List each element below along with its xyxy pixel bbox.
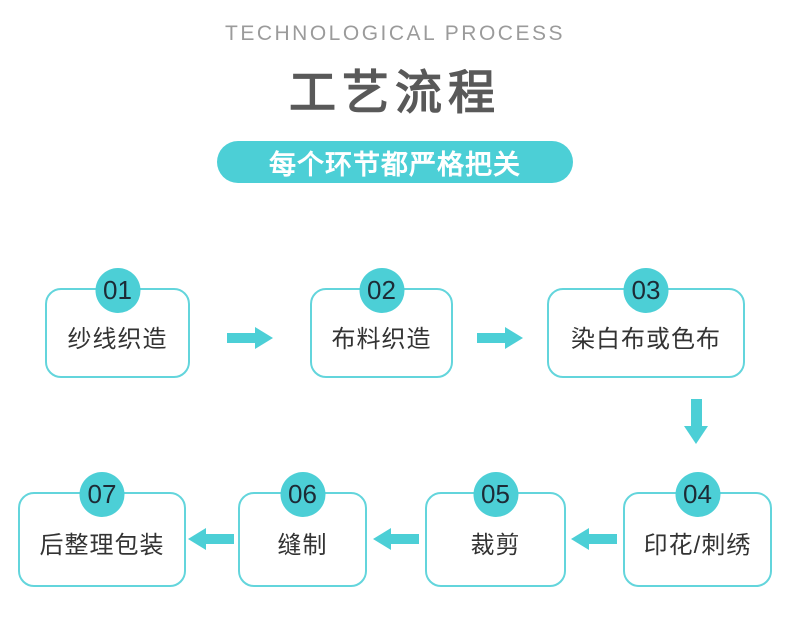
step-number: 04 [683, 479, 712, 509]
step-label: 缝制 [277, 532, 328, 559]
step-number: 05 [481, 479, 510, 509]
arrow-left-icon [571, 528, 617, 550]
step-label: 印花/刺绣 [643, 532, 752, 559]
step-number: 02 [367, 275, 396, 305]
step-number-badge: 06 [280, 472, 325, 517]
step-card-05: 05 裁剪 [425, 472, 566, 587]
step-number: 01 [103, 275, 132, 305]
step-label: 布料织造 [331, 325, 432, 353]
eyebrow-title: TECHNOLOGICAL PROCESS [225, 22, 565, 45]
arrow-right-icon [227, 327, 273, 349]
arrow-down-icon [684, 399, 708, 444]
step-label: 染白布或色布 [571, 325, 721, 353]
banner-label: 每个环节都严格把关 [269, 149, 521, 180]
step-card-01: 01 纱线织造 [45, 268, 190, 378]
step-card-03: 03 染白布或色布 [547, 268, 745, 378]
arrow-left-icon [373, 528, 419, 550]
step-card-04: 04 印花/刺绣 [623, 472, 772, 587]
step-number: 07 [87, 479, 117, 509]
step-number-badge: 03 [623, 268, 669, 313]
step-label: 纱线织造 [67, 325, 168, 353]
page-title: 工艺流程 [289, 66, 501, 119]
step-number-badge: 02 [359, 268, 404, 313]
step-number-badge: 04 [675, 472, 720, 517]
step-card-07: 07 后整理包装 [18, 472, 186, 587]
step-label: 后整理包装 [39, 532, 165, 559]
step-number: 03 [631, 275, 661, 305]
step-card-02: 02 布料织造 [310, 268, 453, 378]
arrow-right-icon [477, 327, 523, 349]
step-card-06: 06 缝制 [238, 472, 367, 587]
step-label: 裁剪 [470, 532, 521, 559]
banner-pill: 每个环节都严格把关 [217, 141, 573, 183]
step-number-badge: 07 [79, 472, 125, 517]
arrow-left-icon [188, 528, 234, 550]
step-number-badge: 01 [95, 268, 140, 313]
step-number-badge: 05 [473, 472, 518, 517]
step-number: 06 [288, 479, 317, 509]
